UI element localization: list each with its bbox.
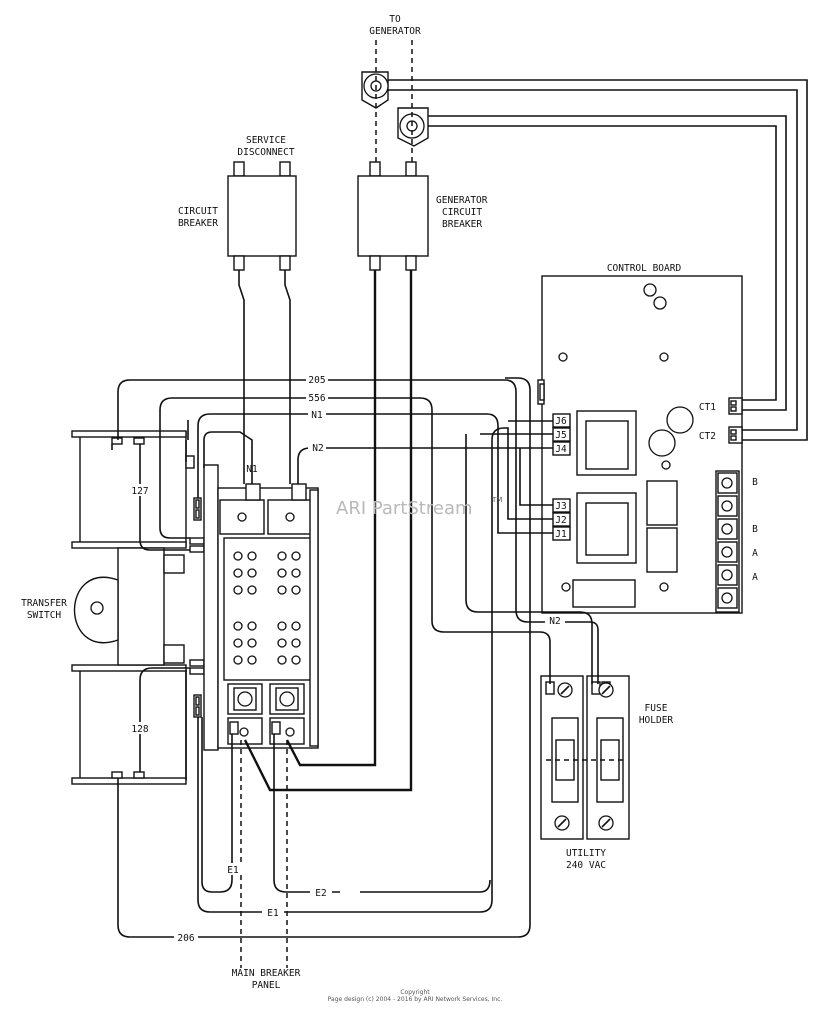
wire-n2b-label: N2 (549, 616, 560, 627)
main-breaker-label-2: PANEL (252, 980, 281, 991)
footer-copyright: Copyright (400, 989, 430, 996)
terminal-label-2: B (752, 524, 758, 535)
terminal-label-1: B (752, 477, 758, 488)
wire-e2-label: E2 (315, 888, 326, 899)
terminal-label-4: A (752, 572, 758, 583)
j3-label: J3 (555, 501, 566, 512)
transfer-switch-label-1: TRANSFER (21, 598, 67, 609)
wire-556-label: 556 (308, 393, 325, 404)
j2-label: J2 (555, 515, 566, 526)
transfer-switch-label-2: SWITCH (27, 610, 62, 621)
wire-n1-label: N1 (311, 410, 323, 421)
ct-connectors (728, 397, 743, 444)
service-disconnect-label-2: DISCONNECT (237, 147, 294, 158)
harness-wires (111, 270, 599, 968)
generator-cb-label-1: GENERATOR (436, 195, 488, 206)
control-board-label: CONTROL BOARD (607, 263, 682, 274)
main-contactor (217, 483, 319, 749)
fuse-holder (540, 675, 630, 840)
watermark: ARI PartStream (336, 498, 473, 519)
utility-label-2: 240 VAC (566, 860, 606, 871)
wire-e1-label: E1 (227, 865, 239, 876)
trademark: TM (491, 496, 502, 504)
j4-label: J4 (555, 444, 567, 455)
service-disconnect-breaker (227, 161, 297, 271)
contact-dots (233, 551, 301, 665)
generator-cb-label-3: BREAKER (442, 219, 482, 230)
j1-label: J1 (555, 529, 567, 540)
terminal-strip (715, 470, 740, 613)
circuit-breaker-label-2: BREAKER (178, 218, 218, 229)
to-generator-label-1: TO (389, 14, 401, 25)
connector-labels: CT1 CT2 J6 J5 J4 J3 J2 J1 B B A A (555, 402, 758, 583)
wire-n2-label: N2 (312, 443, 323, 454)
wire-205-label: 205 (308, 375, 325, 386)
terminal-n1-label: N1 (246, 464, 258, 475)
footer-page-design: Page design (c) 2004 - 2016 by ARI Netwo… (328, 996, 503, 1003)
wire-labels: 205 556 N1 N2 N1 N2 127 128 E1 E2 E1 206 (127, 373, 565, 944)
j-connectors (552, 413, 571, 541)
wire-128-label: 128 (131, 724, 148, 735)
wire-e1b-label: E1 (267, 908, 279, 919)
wire-206-label: 206 (177, 933, 194, 944)
control-board (537, 275, 743, 614)
generator-cb-label-2: CIRCUIT (442, 207, 482, 218)
terminal-label-3: A (752, 548, 758, 559)
current-transformer-2 (397, 107, 429, 147)
generator-circuit-breaker (357, 161, 429, 271)
ct2-label: CT2 (699, 431, 716, 442)
utility-label-1: UTILITY (566, 848, 606, 859)
ct-wires (388, 79, 808, 441)
ct1-label: CT1 (699, 402, 716, 413)
fuse-holder-label-2: HOLDER (639, 715, 674, 726)
j6-label: J6 (555, 416, 567, 427)
circuit-breaker-label-1: CIRCUIT (178, 206, 218, 217)
current-transformer-1 (361, 71, 389, 109)
labels: TO GENERATOR SERVICE DISCONNECT CIRCUIT … (21, 14, 681, 991)
main-breaker-label-1: MAIN BREAKER (232, 968, 301, 979)
to-generator-label-2: GENERATOR (369, 26, 421, 37)
fuse-holder-label-1: FUSE (645, 703, 668, 714)
j5-label: J5 (555, 430, 566, 441)
service-disconnect-label-1: SERVICE (246, 135, 286, 146)
wire-127-label: 127 (131, 486, 148, 497)
